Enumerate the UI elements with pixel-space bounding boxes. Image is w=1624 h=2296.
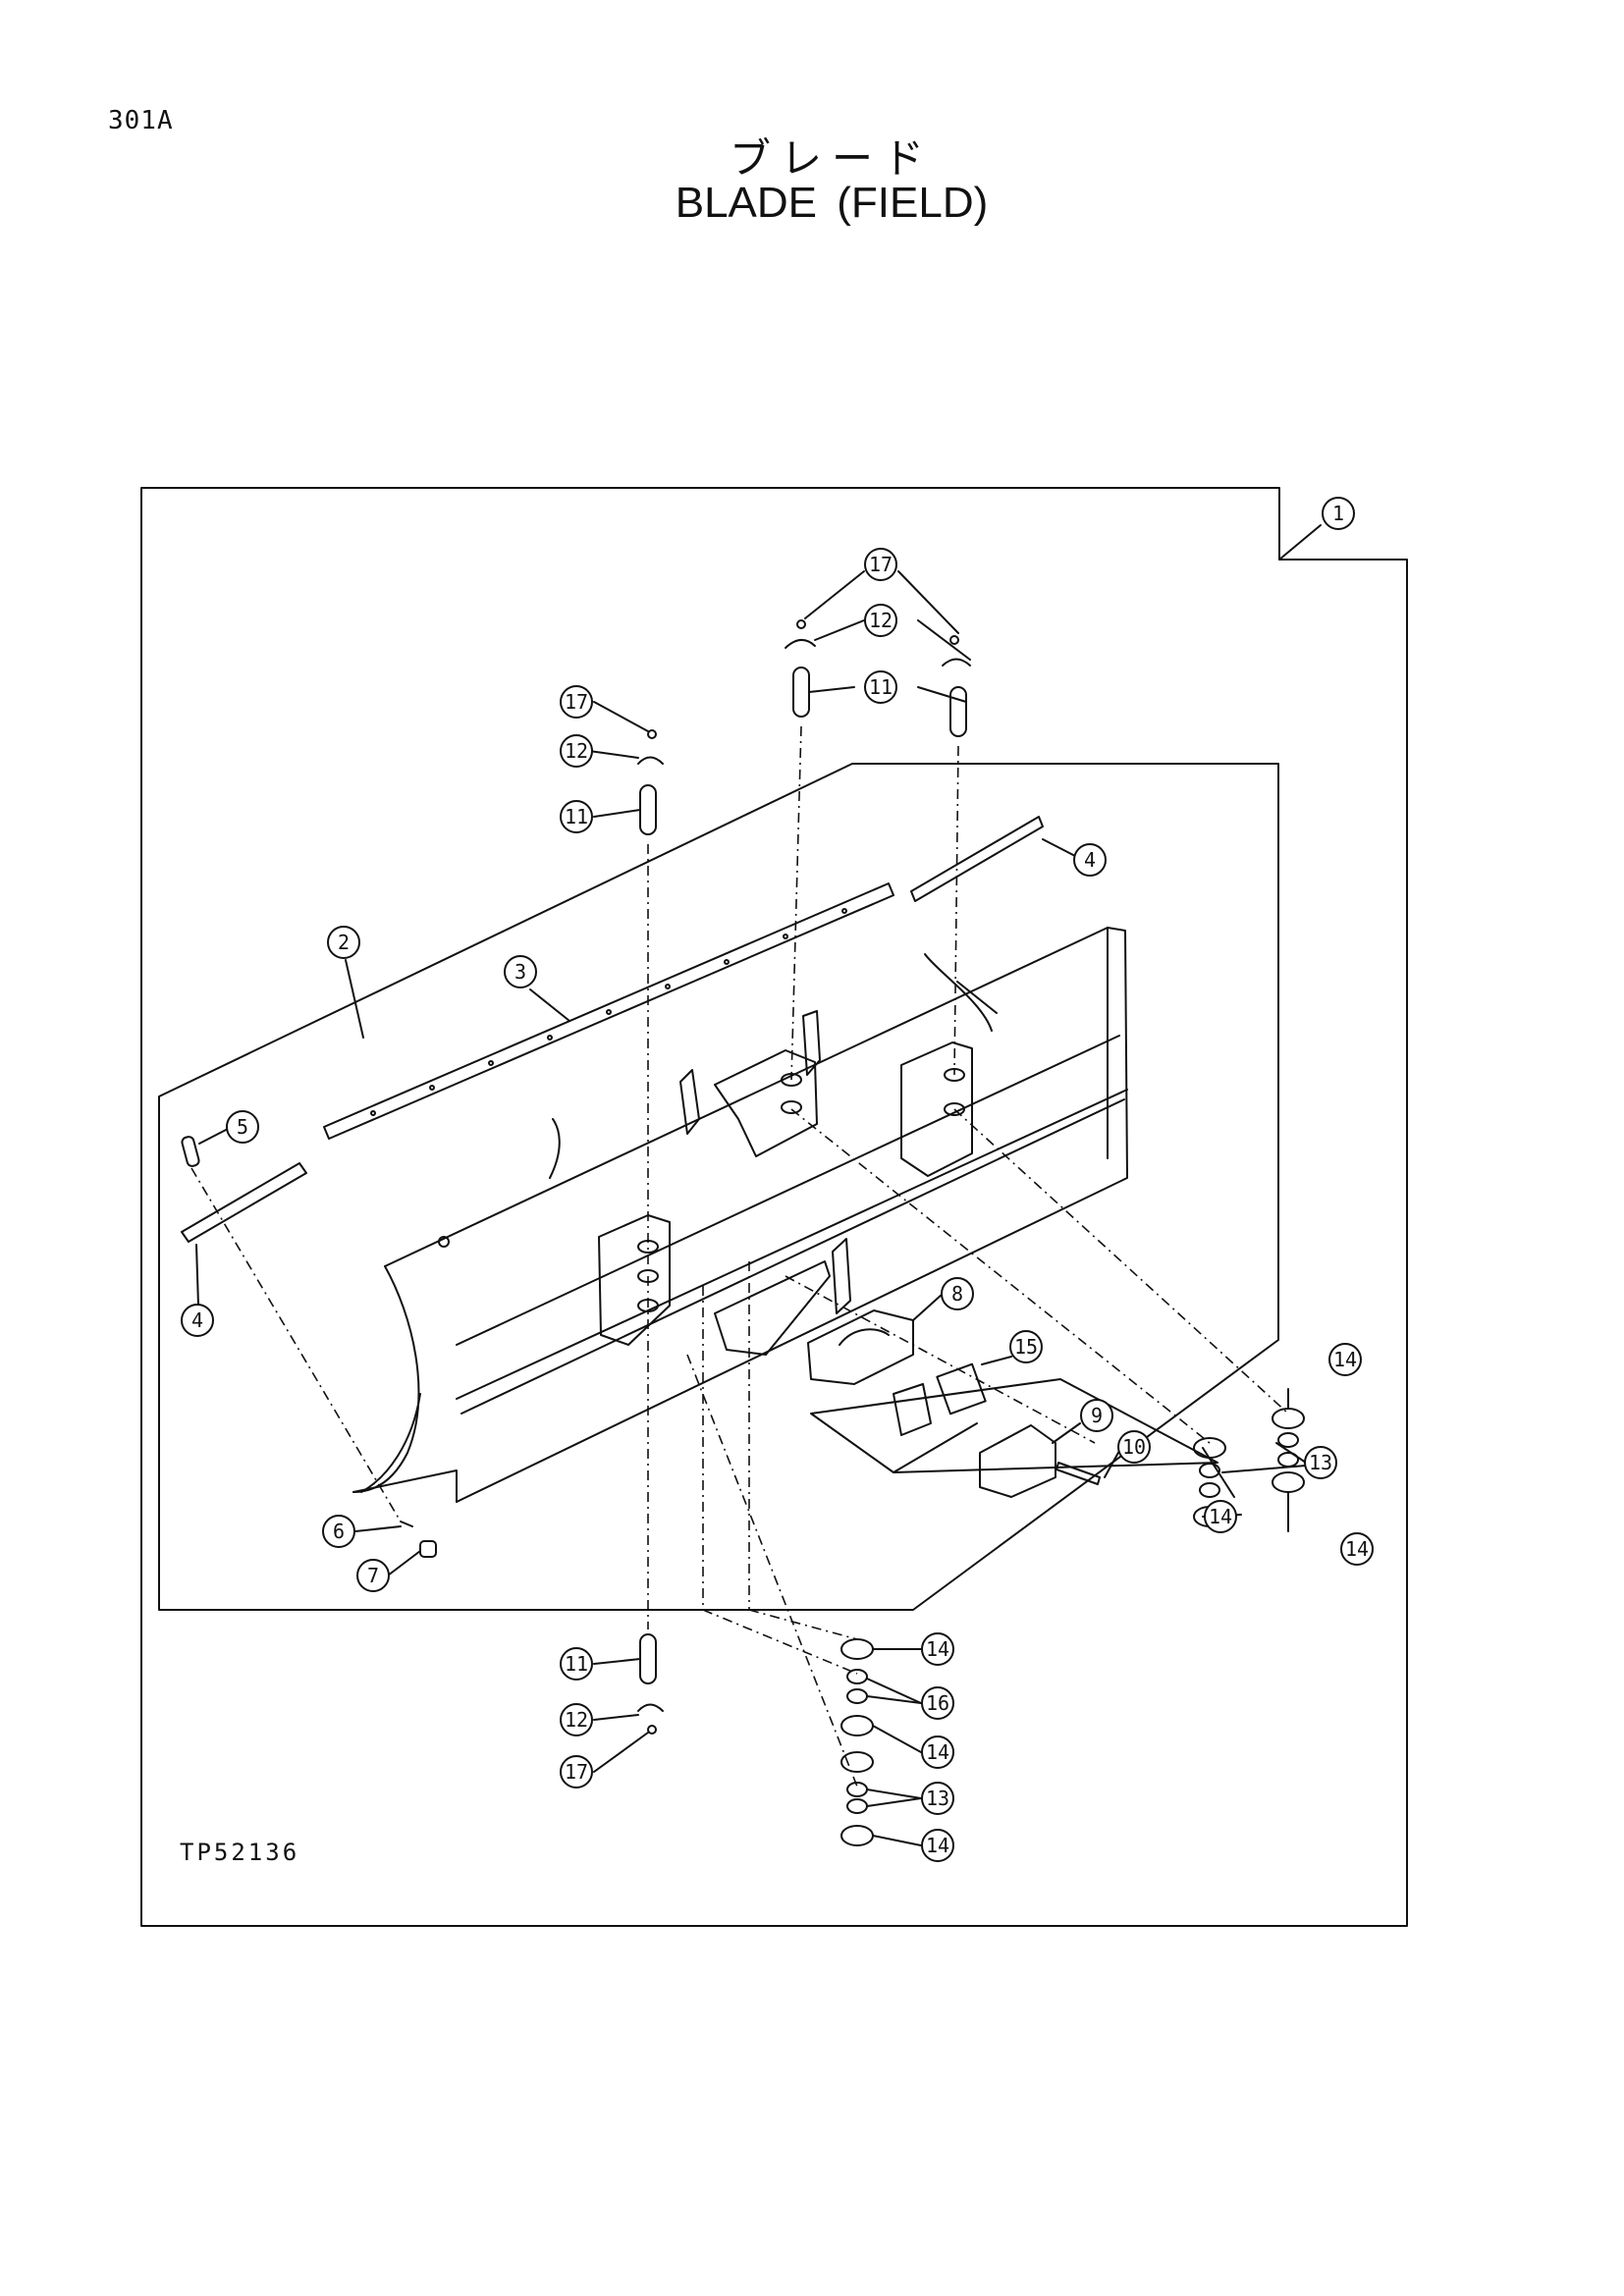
callout-17-bottom: 17 xyxy=(565,1760,588,1784)
callout-4-left: 4 xyxy=(191,1308,203,1332)
nut-part xyxy=(419,1540,437,1558)
left-bracket xyxy=(598,1214,671,1346)
callout-15: 15 xyxy=(1014,1335,1038,1359)
callout-10: 10 xyxy=(1122,1435,1146,1459)
page-title-english: BLADE (FIELD) xyxy=(675,179,989,227)
callout-7: 7 xyxy=(367,1564,379,1587)
callout-3: 3 xyxy=(514,960,526,984)
spring-part xyxy=(893,1356,1012,1436)
callout-13-bottom: 13 xyxy=(926,1787,949,1810)
callout-9: 9 xyxy=(1091,1404,1103,1427)
clamp-lower xyxy=(979,1424,1056,1498)
callout-11-bottom: 11 xyxy=(565,1652,588,1676)
pin-left-top xyxy=(639,784,657,835)
adjuster-box xyxy=(810,1378,1218,1473)
callout-11-top: 11 xyxy=(869,675,893,699)
lower-lug xyxy=(714,1260,831,1356)
callout-1: 1 xyxy=(1332,502,1344,525)
callout-2: 2 xyxy=(338,931,350,954)
page-code: 301A xyxy=(108,106,174,135)
blade-moldboard xyxy=(352,927,1128,1503)
drawing-reference-code: TP52136 xyxy=(180,1839,299,1866)
callout-8: 8 xyxy=(951,1282,963,1306)
callout-12-left: 12 xyxy=(565,739,588,763)
end-bit-left xyxy=(181,1162,307,1243)
callout-12-bottom: 12 xyxy=(565,1708,588,1732)
callout-6: 6 xyxy=(333,1520,345,1543)
center-bracket xyxy=(714,1049,818,1157)
clamp-upper xyxy=(807,1309,914,1385)
pin-top-right xyxy=(949,686,967,737)
callout-14-right-top: 14 xyxy=(1333,1348,1357,1371)
right-bracket xyxy=(900,1041,973,1177)
callout-17-top: 17 xyxy=(869,553,893,576)
assembly-frame xyxy=(140,487,1408,1927)
callout-14-bottom-2: 14 xyxy=(926,1740,949,1764)
callout-14-right-left: 14 xyxy=(1209,1505,1232,1528)
pin-left-end xyxy=(181,1136,200,1167)
page-title-japanese: ブレード xyxy=(729,134,934,183)
blade-group-frame xyxy=(158,763,1279,1611)
cutting-edge-part xyxy=(323,882,894,1140)
callout-11-left: 11 xyxy=(565,805,588,828)
callout-16: 16 xyxy=(926,1691,949,1715)
callout-5: 5 xyxy=(237,1115,248,1139)
bolt-part xyxy=(1056,1462,1101,1485)
pin-top-center xyxy=(792,667,810,718)
end-bit-right xyxy=(910,816,1044,902)
washers-bottom xyxy=(840,1638,874,1846)
callout-17-left: 17 xyxy=(565,690,588,714)
callout-14-bottom-3: 14 xyxy=(926,1834,949,1857)
callout-14-right-bottom: 14 xyxy=(1345,1537,1369,1561)
callout-14-bottom-1: 14 xyxy=(926,1637,949,1661)
pin-left-bottom xyxy=(639,1633,657,1684)
callout-4-right: 4 xyxy=(1084,848,1096,872)
callout-13-right: 13 xyxy=(1309,1451,1332,1474)
callout-12-top: 12 xyxy=(869,609,893,632)
